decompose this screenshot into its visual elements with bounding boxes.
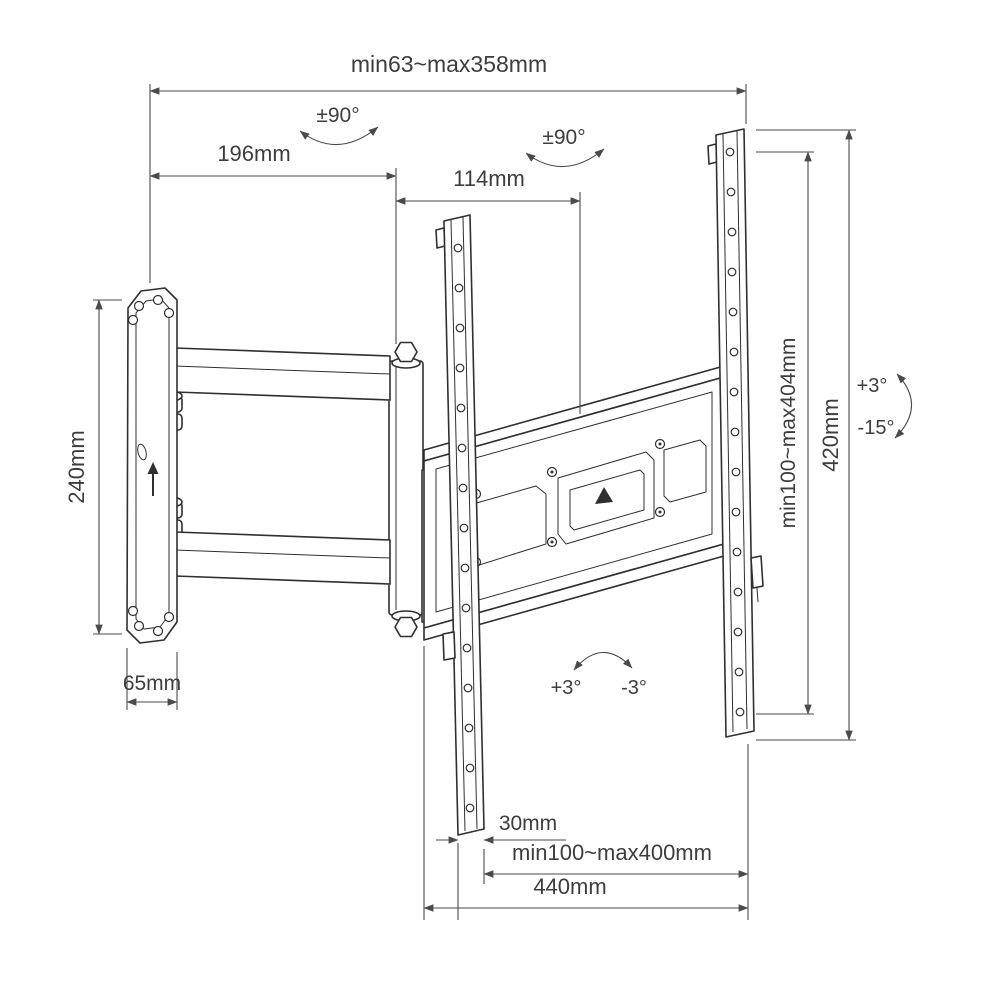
tv-bracket-beam — [423, 365, 725, 641]
dim-wall-plate-height: 240mm — [64, 299, 122, 635]
dim-wall-plate-width-label: 65mm — [123, 672, 181, 695]
right-rail-latch — [750, 555, 764, 589]
orientation-arrow-icon — [147, 462, 159, 496]
left-rail-latch — [442, 631, 456, 661]
dim-bracket-height-label: 420mm — [818, 398, 843, 471]
dim-tilt: +3° -15° — [857, 373, 912, 439]
dim-vesa-horizontal-label: min100~max400mm — [512, 840, 712, 865]
lower-arm — [174, 531, 391, 585]
dim-bracket-width-label: 440mm — [533, 874, 606, 899]
dim-vesa-horizontal: min100~max400mm — [483, 744, 749, 920]
dim-fine-swivel: +3° -3° — [551, 652, 647, 699]
dim-swivel-right: ±90° — [525, 126, 605, 168]
wall-plate-holes — [127, 294, 175, 637]
dim-bracket-height: 420mm — [756, 129, 856, 741]
right-vesa-rail — [707, 128, 764, 738]
dim-hole-offset: 30mm — [436, 812, 566, 920]
dim-wall-plate-height-label: 240mm — [64, 430, 89, 503]
dim-extension-range-label: min63~max358mm — [351, 51, 547, 77]
dim-tilt-up-label: +3° — [857, 375, 888, 397]
right-rail-holes — [725, 147, 745, 717]
dim-swivel-left-label: ±90° — [316, 104, 359, 127]
brand-triangle-icon — [595, 487, 613, 504]
top-pivot-bolt — [394, 341, 418, 363]
left-vesa-rail — [435, 214, 485, 836]
dim-hole-offset-label: 30mm — [499, 812, 557, 835]
dim-extension-range: min63~max358mm — [149, 51, 747, 283]
dim-fine-swivel-minus-label: -3° — [621, 677, 647, 699]
swivel-post — [388, 360, 424, 616]
right-cutout — [663, 439, 707, 503]
dim-bracket-width: 440mm — [423, 646, 749, 920]
dim-vesa-vertical-label: min100~max404mm — [777, 338, 800, 529]
upper-arm — [174, 347, 391, 401]
dim-vesa-vertical: min100~max404mm — [756, 151, 814, 715]
level-slot — [137, 443, 147, 461]
bottom-pivot-bolt — [394, 616, 418, 638]
dim-swivel-left: ±90° — [299, 104, 379, 146]
dim-arm-section-2: 114mm — [395, 166, 581, 414]
dim-arm-section-1: 196mm — [149, 141, 397, 344]
center-panel — [557, 451, 655, 545]
dim-swivel-right-label: ±90° — [542, 126, 585, 149]
dim-tilt-down-label: -15° — [858, 417, 895, 439]
dim-arm-section-1-label: 196mm — [217, 141, 290, 166]
dim-arm-section-2-label: 114mm — [453, 166, 525, 191]
left-rail-holes — [453, 243, 475, 813]
dim-fine-swivel-plus-label: +3° — [551, 677, 582, 699]
wall-plate — [126, 287, 178, 644]
articulating-arm — [153, 341, 449, 638]
dim-wall-plate-width: 65mm — [123, 648, 181, 710]
